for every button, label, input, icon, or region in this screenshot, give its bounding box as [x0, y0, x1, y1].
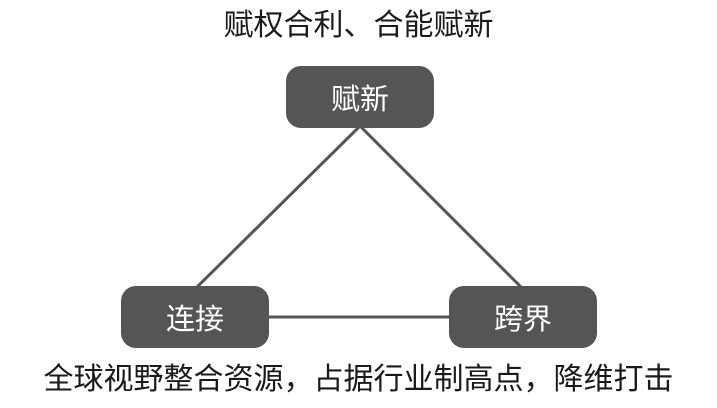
node-fuxin: 赋新: [286, 66, 434, 128]
edge-top-right: [358, 124, 526, 292]
diagram-title: 赋权合利、合能赋新: [223, 8, 494, 43]
edge-top-left: [192, 124, 362, 292]
node-fuxin-label: 赋新: [330, 82, 389, 116]
node-kuajie: 跨界: [449, 286, 597, 348]
node-kuajie-label: 跨界: [493, 302, 552, 336]
node-lianjie: 连接: [121, 286, 269, 348]
diagram-caption: 全球视野整合资源，占据行业制高点，降维打击: [43, 362, 674, 397]
node-lianjie-label: 连接: [165, 302, 224, 336]
